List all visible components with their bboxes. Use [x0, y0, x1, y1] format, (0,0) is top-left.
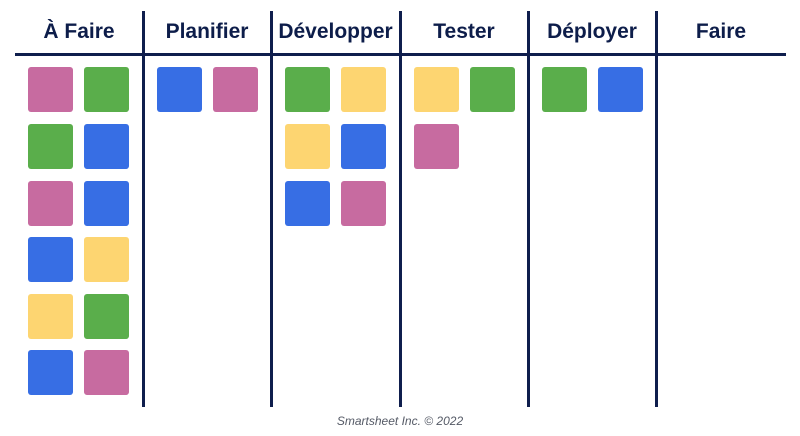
kanban-card[interactable]	[157, 67, 202, 112]
copyright-footer: Smartsheet Inc. © 2022	[336, 414, 464, 428]
kanban-card[interactable]	[285, 124, 330, 169]
kanban-card[interactable]	[598, 67, 643, 112]
column-title-deployer: Déployer	[547, 20, 637, 43]
kanban-card[interactable]	[341, 124, 386, 169]
column-title-developper: Développer	[278, 20, 393, 43]
column-divider	[527, 11, 530, 407]
column-divider	[142, 11, 145, 407]
column-title-faire: Faire	[695, 20, 747, 43]
kanban-card[interactable]	[84, 181, 129, 226]
kanban-card[interactable]	[414, 124, 459, 169]
kanban-card[interactable]	[28, 67, 73, 112]
column-title-tester: Tester	[433, 20, 495, 43]
column-title-planifier: Planifier	[165, 20, 249, 43]
kanban-card[interactable]	[285, 181, 330, 226]
kanban-card[interactable]	[28, 237, 73, 282]
kanban-card[interactable]	[341, 67, 386, 112]
kanban-card[interactable]	[414, 67, 459, 112]
column-divider	[655, 11, 658, 407]
kanban-card[interactable]	[542, 67, 587, 112]
kanban-card[interactable]	[84, 237, 129, 282]
kanban-card[interactable]	[84, 124, 129, 169]
kanban-card[interactable]	[28, 350, 73, 395]
kanban-card[interactable]	[470, 67, 515, 112]
column-divider	[270, 11, 273, 407]
column-divider	[399, 11, 402, 407]
kanban-card[interactable]	[213, 67, 258, 112]
kanban-card[interactable]	[84, 350, 129, 395]
kanban-card[interactable]	[28, 181, 73, 226]
kanban-card[interactable]	[84, 294, 129, 339]
kanban-card[interactable]	[341, 181, 386, 226]
kanban-card[interactable]	[84, 67, 129, 112]
column-title-a-faire: À Faire	[43, 20, 115, 43]
kanban-card[interactable]	[28, 294, 73, 339]
kanban-card[interactable]	[285, 67, 330, 112]
kanban-card[interactable]	[28, 124, 73, 169]
